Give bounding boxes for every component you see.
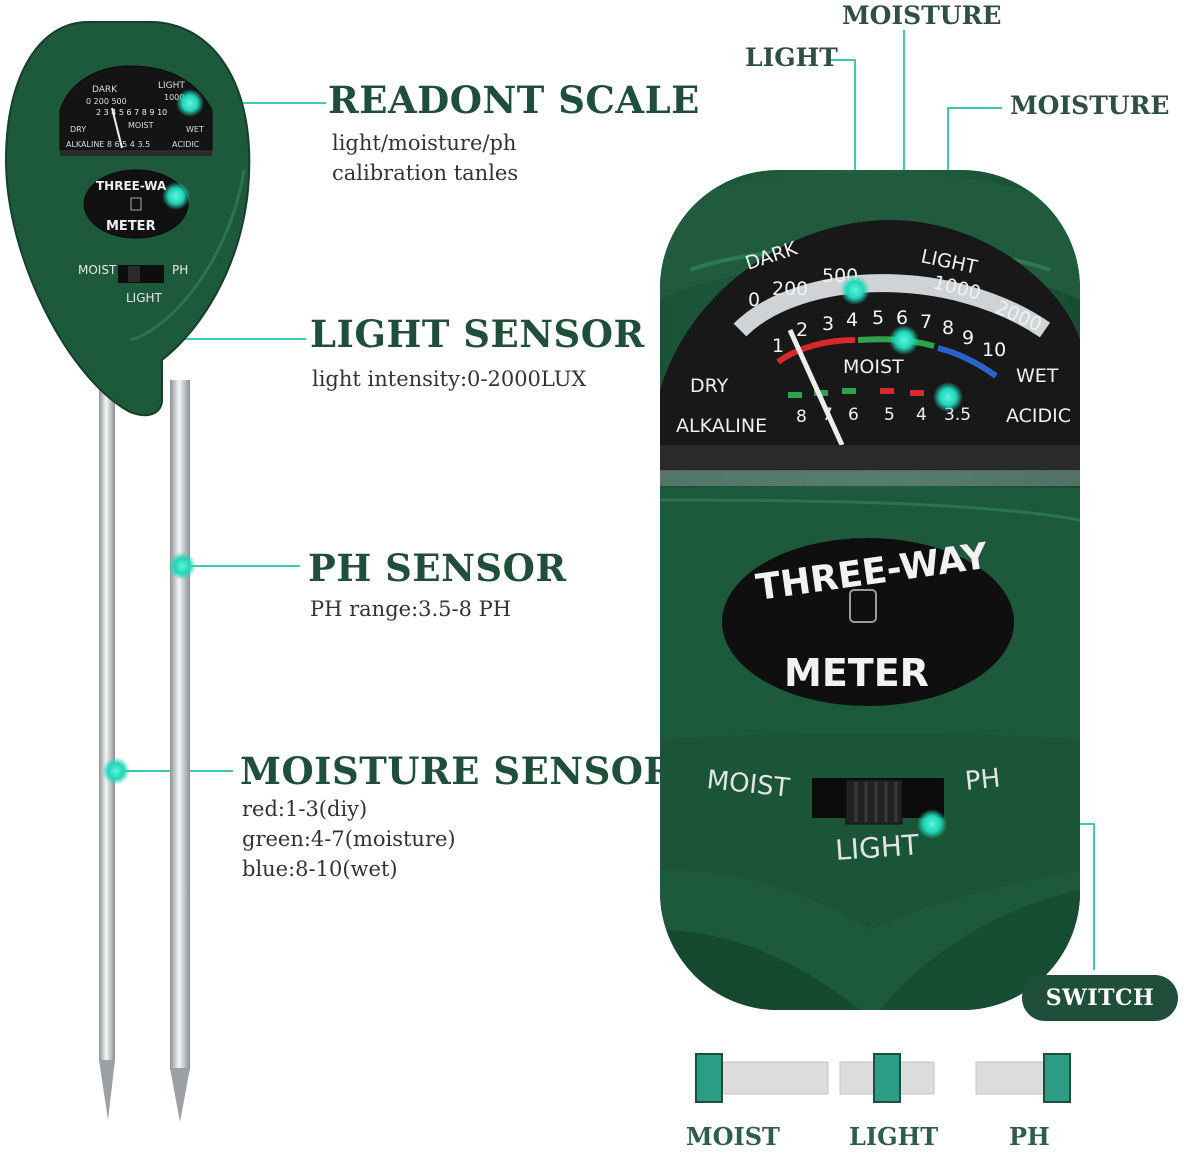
moisture-sensor-title: MOISTURE SENSOR — [240, 749, 675, 793]
switch-badge: SWITCH — [1022, 975, 1178, 1021]
switch-position-label: MOIST — [686, 1122, 780, 1151]
switch-knob-left — [695, 1053, 723, 1103]
svg-text:1000: 1000 — [164, 93, 184, 102]
svg-text:MOIST: MOIST — [128, 121, 154, 130]
dial-ph-tick: 5 — [884, 405, 895, 425]
dial-needle — [787, 328, 845, 447]
svg-text:ACIDIC: ACIDIC — [172, 140, 200, 149]
svg-text:METER: METER — [106, 219, 156, 234]
scale-red-band — [776, 337, 856, 365]
light-sensor-dot — [162, 182, 190, 210]
callout-switch-dot — [917, 809, 947, 839]
svg-text:DARK: DARK — [92, 85, 118, 95]
switch-position-ph — [975, 1053, 1071, 1103]
svg-text:2 3 4 5 6 7 8 9 10: 2 3 4 5 6 7 8 9 10 — [96, 108, 167, 117]
callout-moisture-top-label: MOISTURE — [842, 1, 1002, 30]
dial-ph-tick: 8 — [796, 407, 807, 427]
dial-moist-tick: 1 — [772, 335, 784, 357]
svg-text:DRY: DRY — [70, 125, 86, 134]
dial-lux-tick: 0 — [748, 289, 760, 311]
moisture-desc-line: blue:8-10(wet) — [242, 857, 398, 881]
dial-lux-tick: 200 — [772, 278, 808, 300]
switch-position-label: PH — [1009, 1122, 1050, 1151]
readout-dot — [176, 89, 204, 117]
dial-moist-tick: 9 — [962, 327, 974, 349]
dial-moist-tick: 8 — [942, 317, 954, 339]
moisture-desc-line: green:4-7(moisture) — [242, 827, 456, 851]
dial-alkaline-label: ALKALINE — [676, 415, 767, 437]
dial-moist-tick: 7 — [920, 311, 932, 333]
ph-sensor-desc: PH range:3.5-8 PH — [310, 597, 512, 621]
dial-acidic-label: ACIDIC — [1006, 405, 1071, 427]
small-brand-plate — [83, 169, 189, 239]
dial-moist-tick: 3 — [822, 313, 834, 335]
dial-moist-tick: 10 — [982, 339, 1006, 361]
dial-dry-label: DRY — [690, 375, 729, 397]
scale-blue-band — [937, 345, 998, 379]
switch-position-label: LIGHT — [849, 1122, 939, 1151]
probe-right — [170, 380, 190, 1070]
svg-text:LIGHT: LIGHT — [126, 291, 163, 305]
dial-moist-tick: 4 — [846, 309, 858, 331]
dial-ph-tick: 6 — [848, 405, 859, 425]
moisture-desc-line: red:1-3(diy) — [242, 797, 368, 821]
svg-text:MOIST: MOIST — [78, 263, 117, 277]
svg-text:LIGHT: LIGHT — [158, 81, 185, 91]
light-sensor-desc: light intensity:0-2000LUX — [312, 367, 587, 391]
readout-title: READONT SCALE — [328, 78, 700, 122]
ph-sensor-title: PH SENSOR — [308, 546, 567, 590]
svg-text:THREE-WA: THREE-WA — [96, 179, 167, 193]
switch-position-moist — [695, 1053, 829, 1103]
ph-sensor-dot — [168, 552, 196, 580]
dial-wet-label: WET — [1016, 365, 1059, 387]
moisture-sensor-dot — [102, 757, 130, 785]
callout-light-dot — [840, 275, 870, 305]
dial-ph-tick: 4 — [916, 405, 927, 425]
readout-desc: light/moisture/ph calibration tanles — [332, 128, 518, 188]
closeup-meter: DARK LIGHT 0 200 500 1000 2000 1 2 3 4 5… — [660, 170, 1080, 1010]
calibration-screw-icon — [849, 589, 877, 623]
probe-left — [99, 390, 115, 1060]
closeup-switch-ph-label: PH — [964, 763, 1002, 797]
callout-moisture-right-label: MOISTURE — [1010, 91, 1170, 120]
moisture-sensor-desc: red:1-3(diy) green:4-7(moisture) blue:8-… — [242, 794, 456, 884]
switch-knob-center — [873, 1053, 901, 1103]
callout-moisture-top-dot — [889, 325, 919, 355]
small-dial — [59, 65, 213, 151]
light-sensor-title: LIGHT SENSOR — [310, 312, 645, 356]
closeup-switch-knob — [845, 779, 903, 825]
closeup-switch-light-label: LIGHT — [834, 828, 921, 867]
switch-knob-right — [1043, 1053, 1071, 1103]
svg-text:PH: PH — [172, 263, 188, 277]
callout-moisture-right-dot — [933, 382, 963, 412]
probe-right-tip — [170, 1068, 190, 1122]
switch-position-diagram — [695, 1053, 1071, 1103]
readout-desc-line: light/moisture/ph — [332, 131, 517, 155]
callout-light-label: LIGHT — [745, 43, 838, 72]
svg-text:0 200 500: 0 200 500 — [86, 97, 127, 106]
dial-moist-tick: 6 — [896, 307, 908, 329]
dial-moist-label: MOIST — [843, 356, 904, 378]
svg-text:ALKALINE 8 6 5 4 3.5: ALKALINE 8 6 5 4 3.5 — [66, 140, 150, 149]
dial-moist-tick: 5 — [872, 307, 884, 329]
closeup-dial-face — [660, 220, 1080, 470]
readout-desc-line: calibration tanles — [332, 161, 519, 185]
probe-left-tip — [99, 1060, 115, 1120]
svg-text:WET: WET — [186, 125, 204, 134]
switch-position-light — [839, 1053, 935, 1103]
dial-moist-tick: 2 — [796, 319, 808, 341]
brand-meter: METER — [784, 651, 929, 695]
small-meter-illustration: DARK LIGHT 0 200 500 1000 2 3 4 5 6 7 8 … — [4, 21, 251, 1122]
